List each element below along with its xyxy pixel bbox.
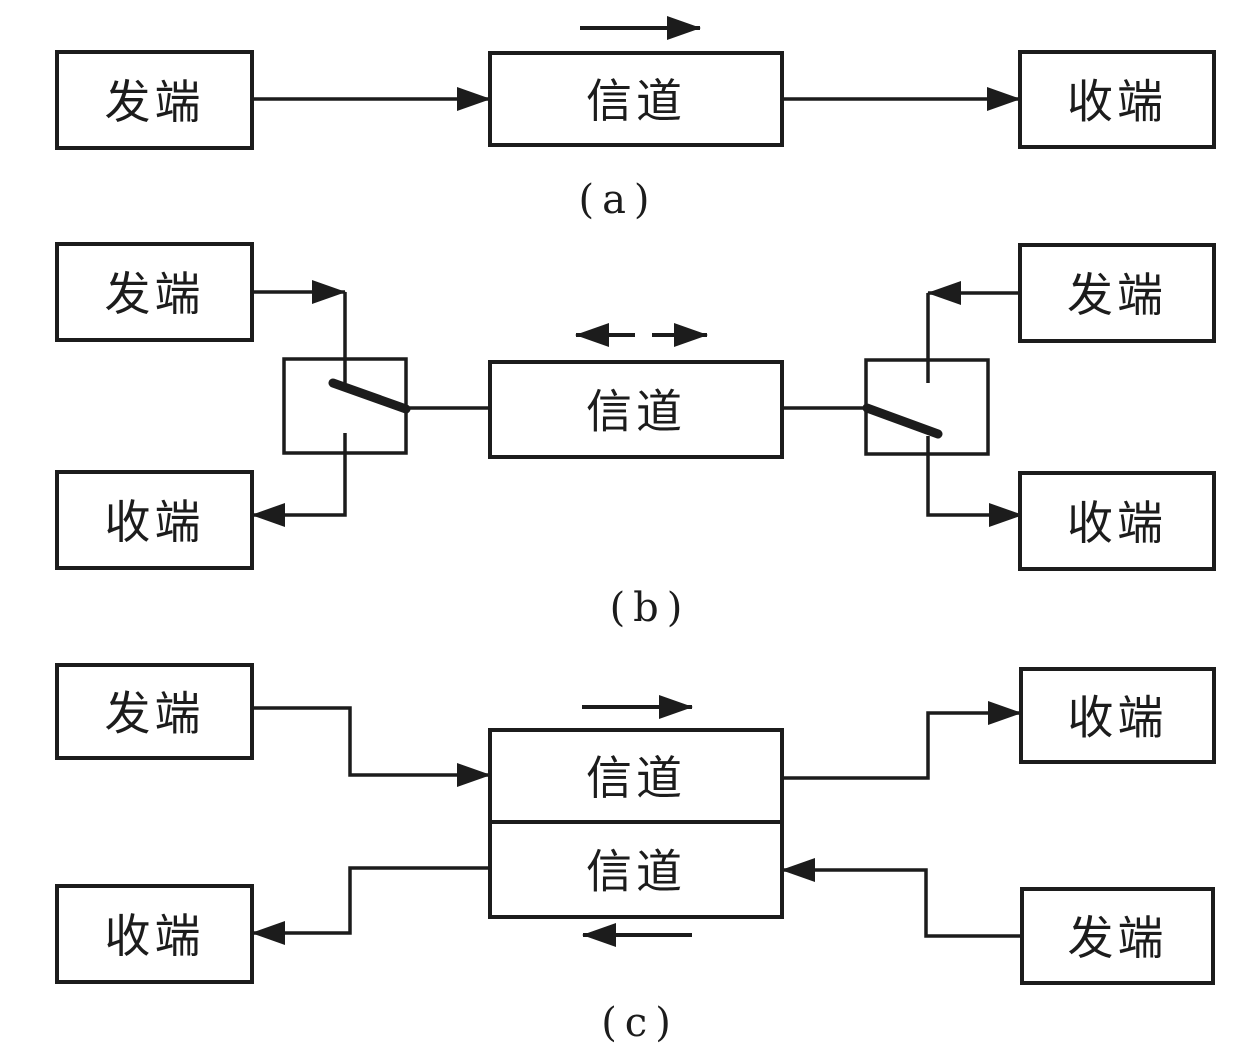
box-label-sender-left: 发端 <box>105 687 205 741</box>
switch-right-lever <box>862 403 943 439</box>
box-receiver-right <box>1019 667 1216 764</box>
connector-sender-right-to-channel <box>781 858 1022 938</box>
box-receiver-left <box>55 470 254 570</box>
caption-c: (c) <box>601 1000 679 1046</box>
box-label-channel-return: 信道 <box>586 845 686 899</box>
box-label-receiver-right: 收端 <box>1067 496 1167 550</box>
box-sender-right <box>1020 887 1215 985</box>
box-sender <box>55 50 254 150</box>
box-label-receiver-right: 收端 <box>1068 691 1168 745</box>
box-channel-forward <box>488 728 784 824</box>
caption-b: (b) <box>610 585 691 631</box>
box-label-sender-right: 发端 <box>1067 268 1167 322</box>
box-label-receiver-left: 收端 <box>105 495 205 549</box>
box-receiver <box>1018 50 1216 149</box>
box-channel <box>488 51 784 147</box>
box-channel-return <box>488 820 784 919</box>
caption-a: (a) <box>578 177 657 223</box>
box-receiver-left <box>55 884 254 984</box>
box-label-channel: 信道 <box>586 385 686 439</box>
box-sender-right <box>1018 243 1216 343</box>
connector-switch-right-to-receiver <box>926 436 1023 527</box>
box-label-sender: 发端 <box>105 75 205 129</box>
box-label-receiver: 收端 <box>1067 75 1167 129</box>
box-label-sender-right: 发端 <box>1068 911 1168 965</box>
box-label-receiver-left: 收端 <box>105 909 205 963</box>
box-label-channel: 信道 <box>586 74 686 128</box>
box-receiver-right <box>1018 471 1216 571</box>
connector-channel-to-receiver-right <box>782 701 1022 780</box>
box-channel <box>488 360 784 459</box>
connector-channel-to-receiver-left <box>251 866 490 945</box>
box-label-sender-left: 发端 <box>105 267 205 321</box>
box-sender-left <box>55 242 254 342</box>
box-label-channel-forward: 信道 <box>586 751 686 805</box>
box-sender-left <box>55 663 254 760</box>
connector-sender-left-to-channel <box>252 706 491 787</box>
connector-switch-left-to-receiver <box>251 433 347 527</box>
section-a: 发端 信道 收端 (a) <box>55 16 1216 223</box>
switch-left-lever <box>328 378 411 414</box>
